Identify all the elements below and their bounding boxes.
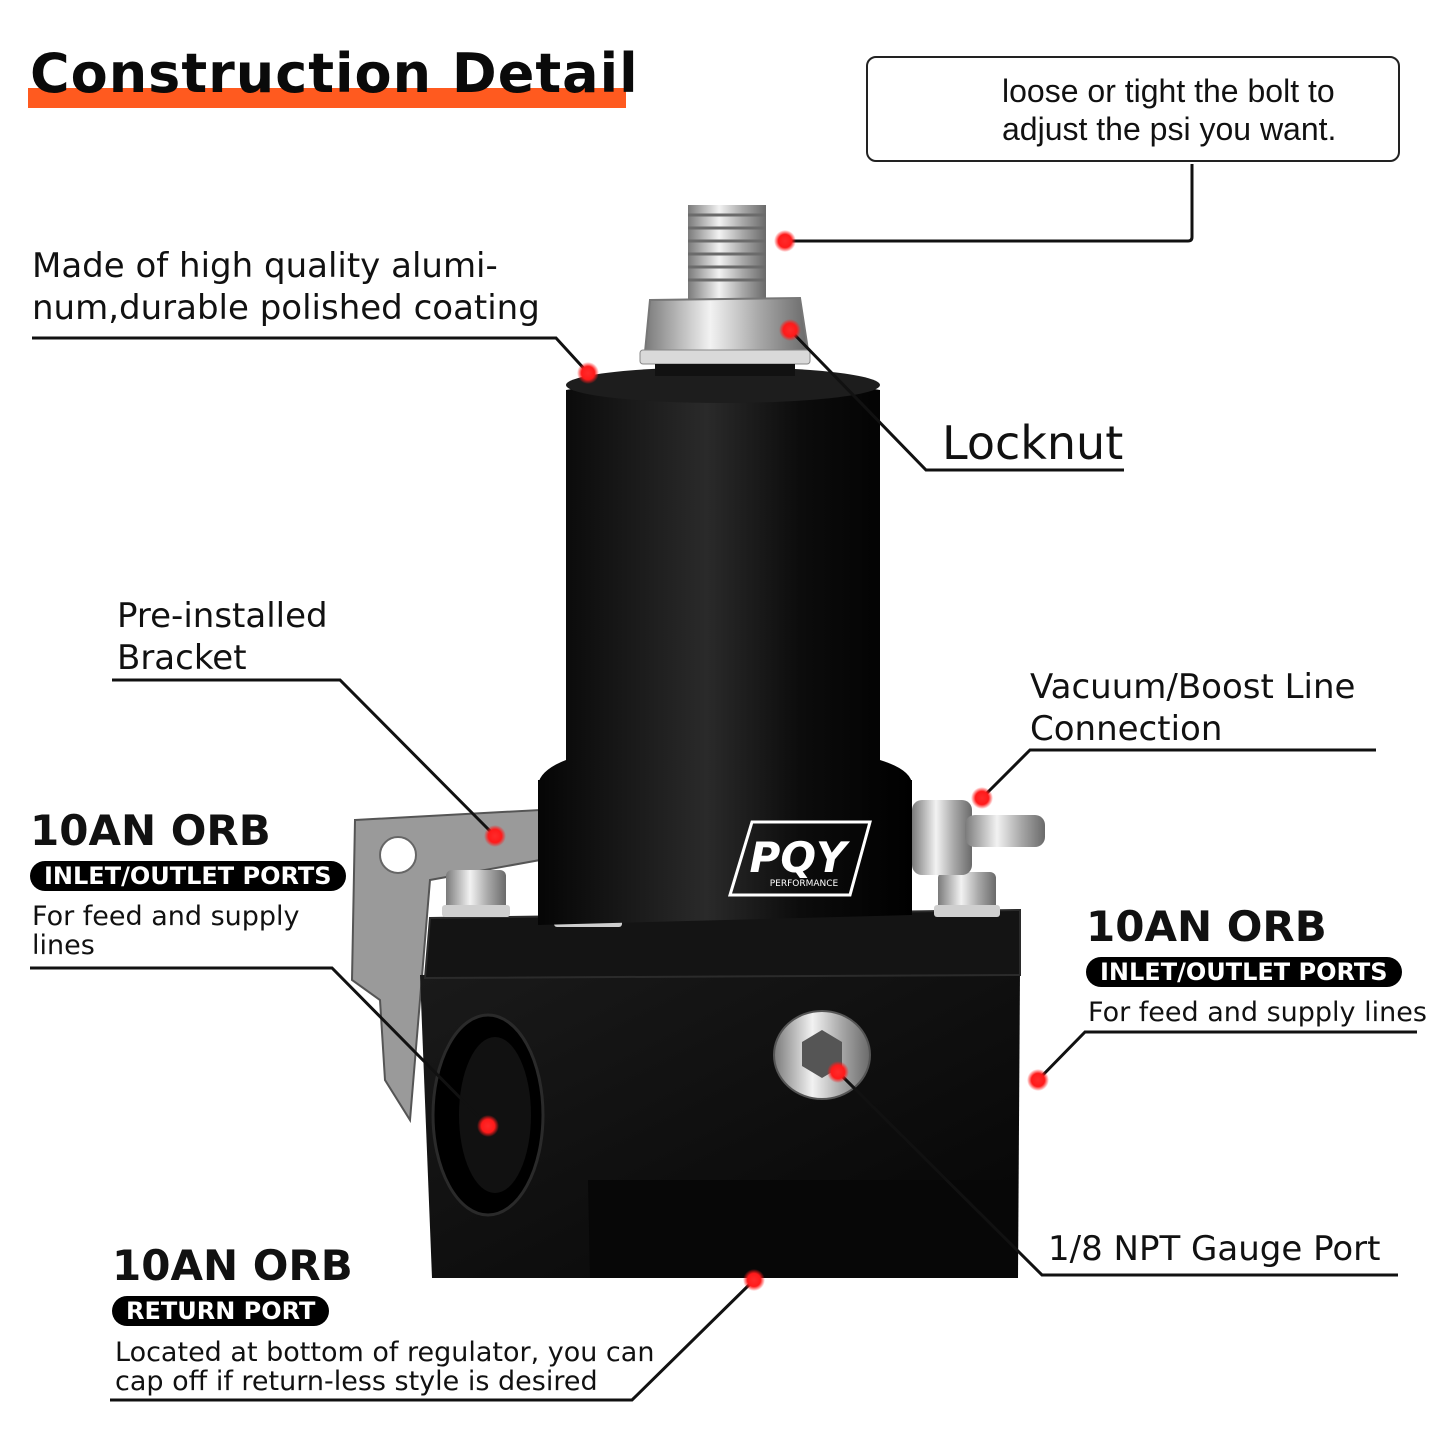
adjust-callout-box: [866, 56, 1400, 162]
marker-left-port: [477, 1115, 499, 1137]
marker-aluminum: [577, 362, 599, 384]
title-underline: [28, 88, 626, 108]
brand-logo-subtext: PERFORMANCE: [770, 879, 839, 889]
marker-right-port: [1027, 1069, 1049, 1091]
plate-bolt-right: [934, 872, 1000, 917]
adjust-callout-line1: loose or tight the bolt to: [1002, 73, 1335, 109]
left-port-desc-line1: For feed and supply: [32, 901, 300, 932]
marker-adjust-bolt: [774, 230, 796, 252]
right-port-badge: INLET/OUTLET PORTS: [1086, 957, 1402, 987]
left-port-desc-line2: lines: [32, 930, 95, 961]
right-port-heading: 10AN ORB: [1086, 902, 1327, 951]
gauge-port-label: 1/8 NPT Gauge Port: [1048, 1229, 1381, 1269]
marker-dots: [477, 230, 1049, 1291]
adjust-bolt: [688, 205, 766, 300]
vacuum-fitting: [912, 800, 1045, 875]
brand-logo: PQY PERFORMANCE: [727, 820, 872, 897]
marker-bracket: [484, 825, 506, 847]
bracket-label-line1: Pre-installed: [117, 596, 328, 636]
left-port-badge: INLET/OUTLET PORTS: [30, 861, 346, 891]
right-port-desc: For feed and supply lines: [1088, 997, 1427, 1028]
left-port-desc: For feed and supply lines: [32, 902, 300, 960]
bracket-label-line2: Bracket: [117, 638, 247, 678]
aluminum-label: Made of high quality alumi- num,durable …: [32, 245, 540, 329]
gauge-port-plug: [773, 1010, 871, 1100]
page-title: Construction Detail: [30, 42, 639, 105]
regulator-base: [420, 908, 1021, 1278]
regulator-housing: [538, 367, 912, 925]
brand-logo-text: PQY: [750, 833, 850, 882]
marker-return-port: [743, 1269, 765, 1291]
return-port-heading: 10AN ORB: [112, 1241, 353, 1290]
return-port-desc-line1: Located at bottom of regulator, you can: [115, 1337, 655, 1368]
aluminum-label-line1: Made of high quality alumi-: [32, 246, 498, 286]
leader-lines: [30, 164, 1417, 1402]
bracket-label: Pre-installed Bracket: [117, 595, 328, 679]
marker-locknut: [779, 319, 801, 341]
locknut-part: [639, 296, 811, 376]
return-port-desc: Located at bottom of regulator, you can …: [115, 1338, 654, 1396]
adjust-callout-line2: adjust the psi you want.: [1002, 111, 1337, 147]
return-port-desc-line2: cap off if return-less style is desired: [115, 1366, 598, 1397]
vacuum-label: Vacuum/Boost Line Connection: [1030, 666, 1355, 750]
vacuum-label-line1: Vacuum/Boost Line: [1030, 667, 1356, 707]
vacuum-label-line2: Connection: [1030, 709, 1223, 749]
return-port-badge: RETURN PORT: [112, 1296, 330, 1326]
left-port-heading: 10AN ORB: [30, 806, 271, 855]
marker-vacuum: [971, 787, 993, 809]
locknut-label: Locknut: [942, 416, 1124, 470]
adjust-callout-text: loose or tight the bolt to adjust the ps…: [1002, 72, 1336, 148]
aluminum-label-line2: num,durable polished coating: [32, 288, 540, 328]
marker-gauge-port: [827, 1061, 849, 1083]
plate-bolt-left: [442, 870, 510, 917]
